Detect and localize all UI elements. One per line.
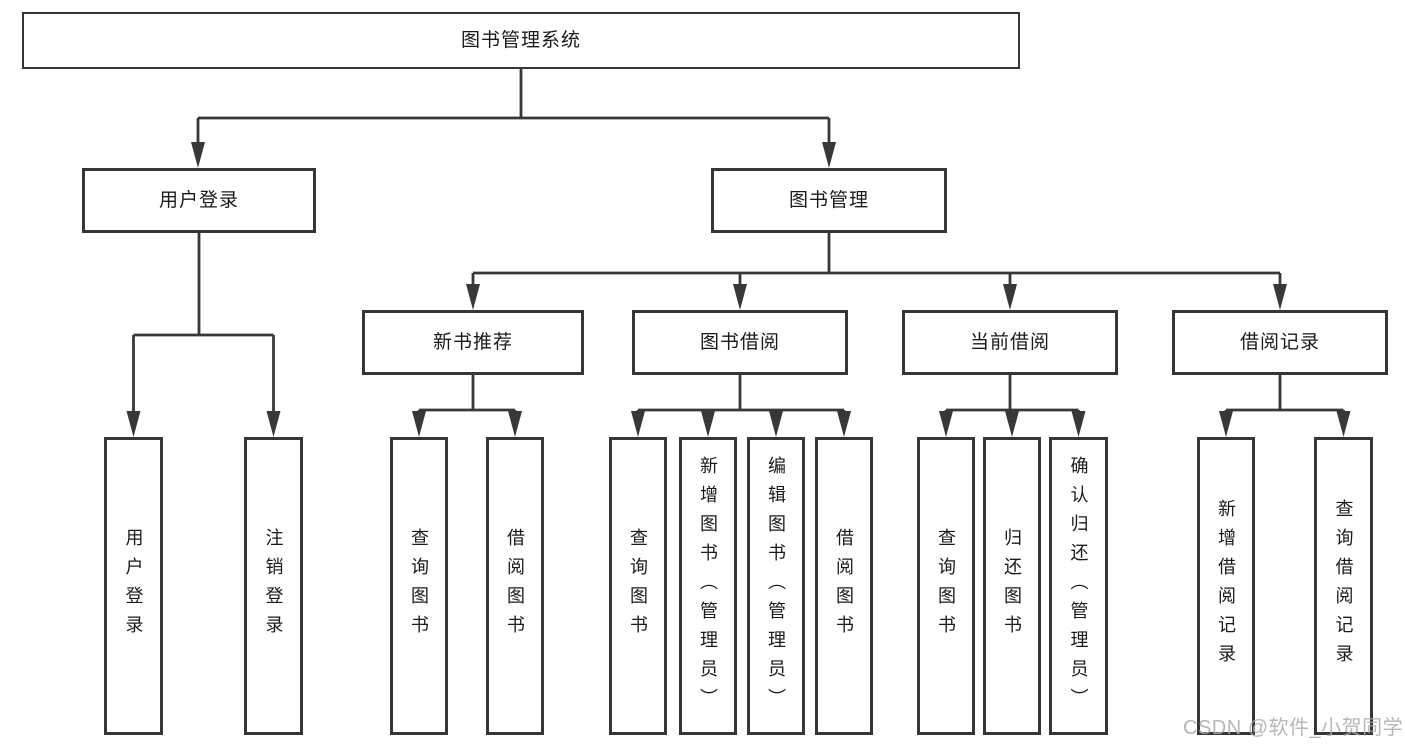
leaf-borrowing-add-books-admin: 新增图书（管理员）	[679, 437, 737, 735]
leaf-newbook-borrow-books-label: 借阅图书	[505, 528, 525, 644]
leaf-newbook-query-books-label: 查询图书	[409, 528, 429, 644]
leaf-newbook-borrow-books: 借阅图书	[486, 437, 544, 735]
leaf-borrowing-borrow-books-label: 借阅图书	[834, 528, 854, 644]
node-book-management-label: 图书管理	[788, 190, 869, 211]
leaf-borrowing-add-books-admin-label: 新增图书（管理员）	[698, 455, 718, 717]
leaf-current-return-books: 归还图书	[983, 437, 1041, 735]
node-new-book-recommend-label: 新书推荐	[432, 332, 513, 353]
node-current-borrowing: 当前借阅	[902, 310, 1118, 375]
leaf-records-query-record: 查询借阅记录	[1314, 437, 1373, 735]
leaf-current-return-books-label: 归还图书	[1002, 528, 1022, 644]
node-book-borrowing: 图书借阅	[632, 310, 848, 375]
leaf-borrowing-query-books-label: 查询图书	[628, 528, 648, 644]
leaf-user-login-label: 用户登录	[123, 528, 144, 644]
leaf-records-add-record-label: 新增借阅记录	[1216, 499, 1236, 673]
node-library-system-label: 图书管理系统	[460, 30, 581, 51]
leaf-records-query-record-label: 查询借阅记录	[1333, 499, 1354, 673]
node-current-borrowing-label: 当前借阅	[969, 332, 1050, 353]
connector-arrowheads	[126, 142, 1351, 437]
node-borrowing-records-label: 借阅记录	[1239, 332, 1320, 353]
node-book-management: 图书管理	[711, 168, 947, 233]
node-new-book-recommend: 新书推荐	[362, 310, 584, 375]
leaf-logout-label: 注销登录	[263, 528, 284, 644]
leaf-newbook-query-books: 查询图书	[390, 437, 448, 735]
leaf-user-login: 用户登录	[104, 437, 163, 735]
leaf-borrowing-borrow-books: 借阅图书	[815, 437, 873, 735]
watermark-text: CSDN @软件_小贺同学	[1183, 717, 1404, 739]
node-borrowing-records: 借阅记录	[1172, 310, 1388, 375]
leaf-borrowing-edit-books-admin: 编辑图书（管理员）	[747, 437, 805, 735]
leaf-records-add-record: 新增借阅记录	[1197, 437, 1255, 735]
node-library-system: 图书管理系统	[22, 12, 1020, 69]
leaf-current-query-books: 查询图书	[917, 437, 975, 735]
node-user-login-label: 用户登录	[158, 190, 239, 211]
node-user-login: 用户登录	[82, 168, 316, 233]
leaf-current-query-books-label: 查询图书	[936, 528, 956, 644]
leaf-logout: 注销登录	[244, 437, 303, 735]
node-book-borrowing-label: 图书借阅	[699, 332, 780, 353]
leaf-borrowing-query-books: 查询图书	[609, 437, 667, 735]
leaf-borrowing-edit-books-admin-label: 编辑图书（管理员）	[766, 455, 786, 717]
leaf-current-confirm-return-admin: 确认归还（管理员）	[1049, 437, 1108, 735]
leaf-current-confirm-return-admin-label: 确认归还（管理员）	[1068, 455, 1089, 717]
